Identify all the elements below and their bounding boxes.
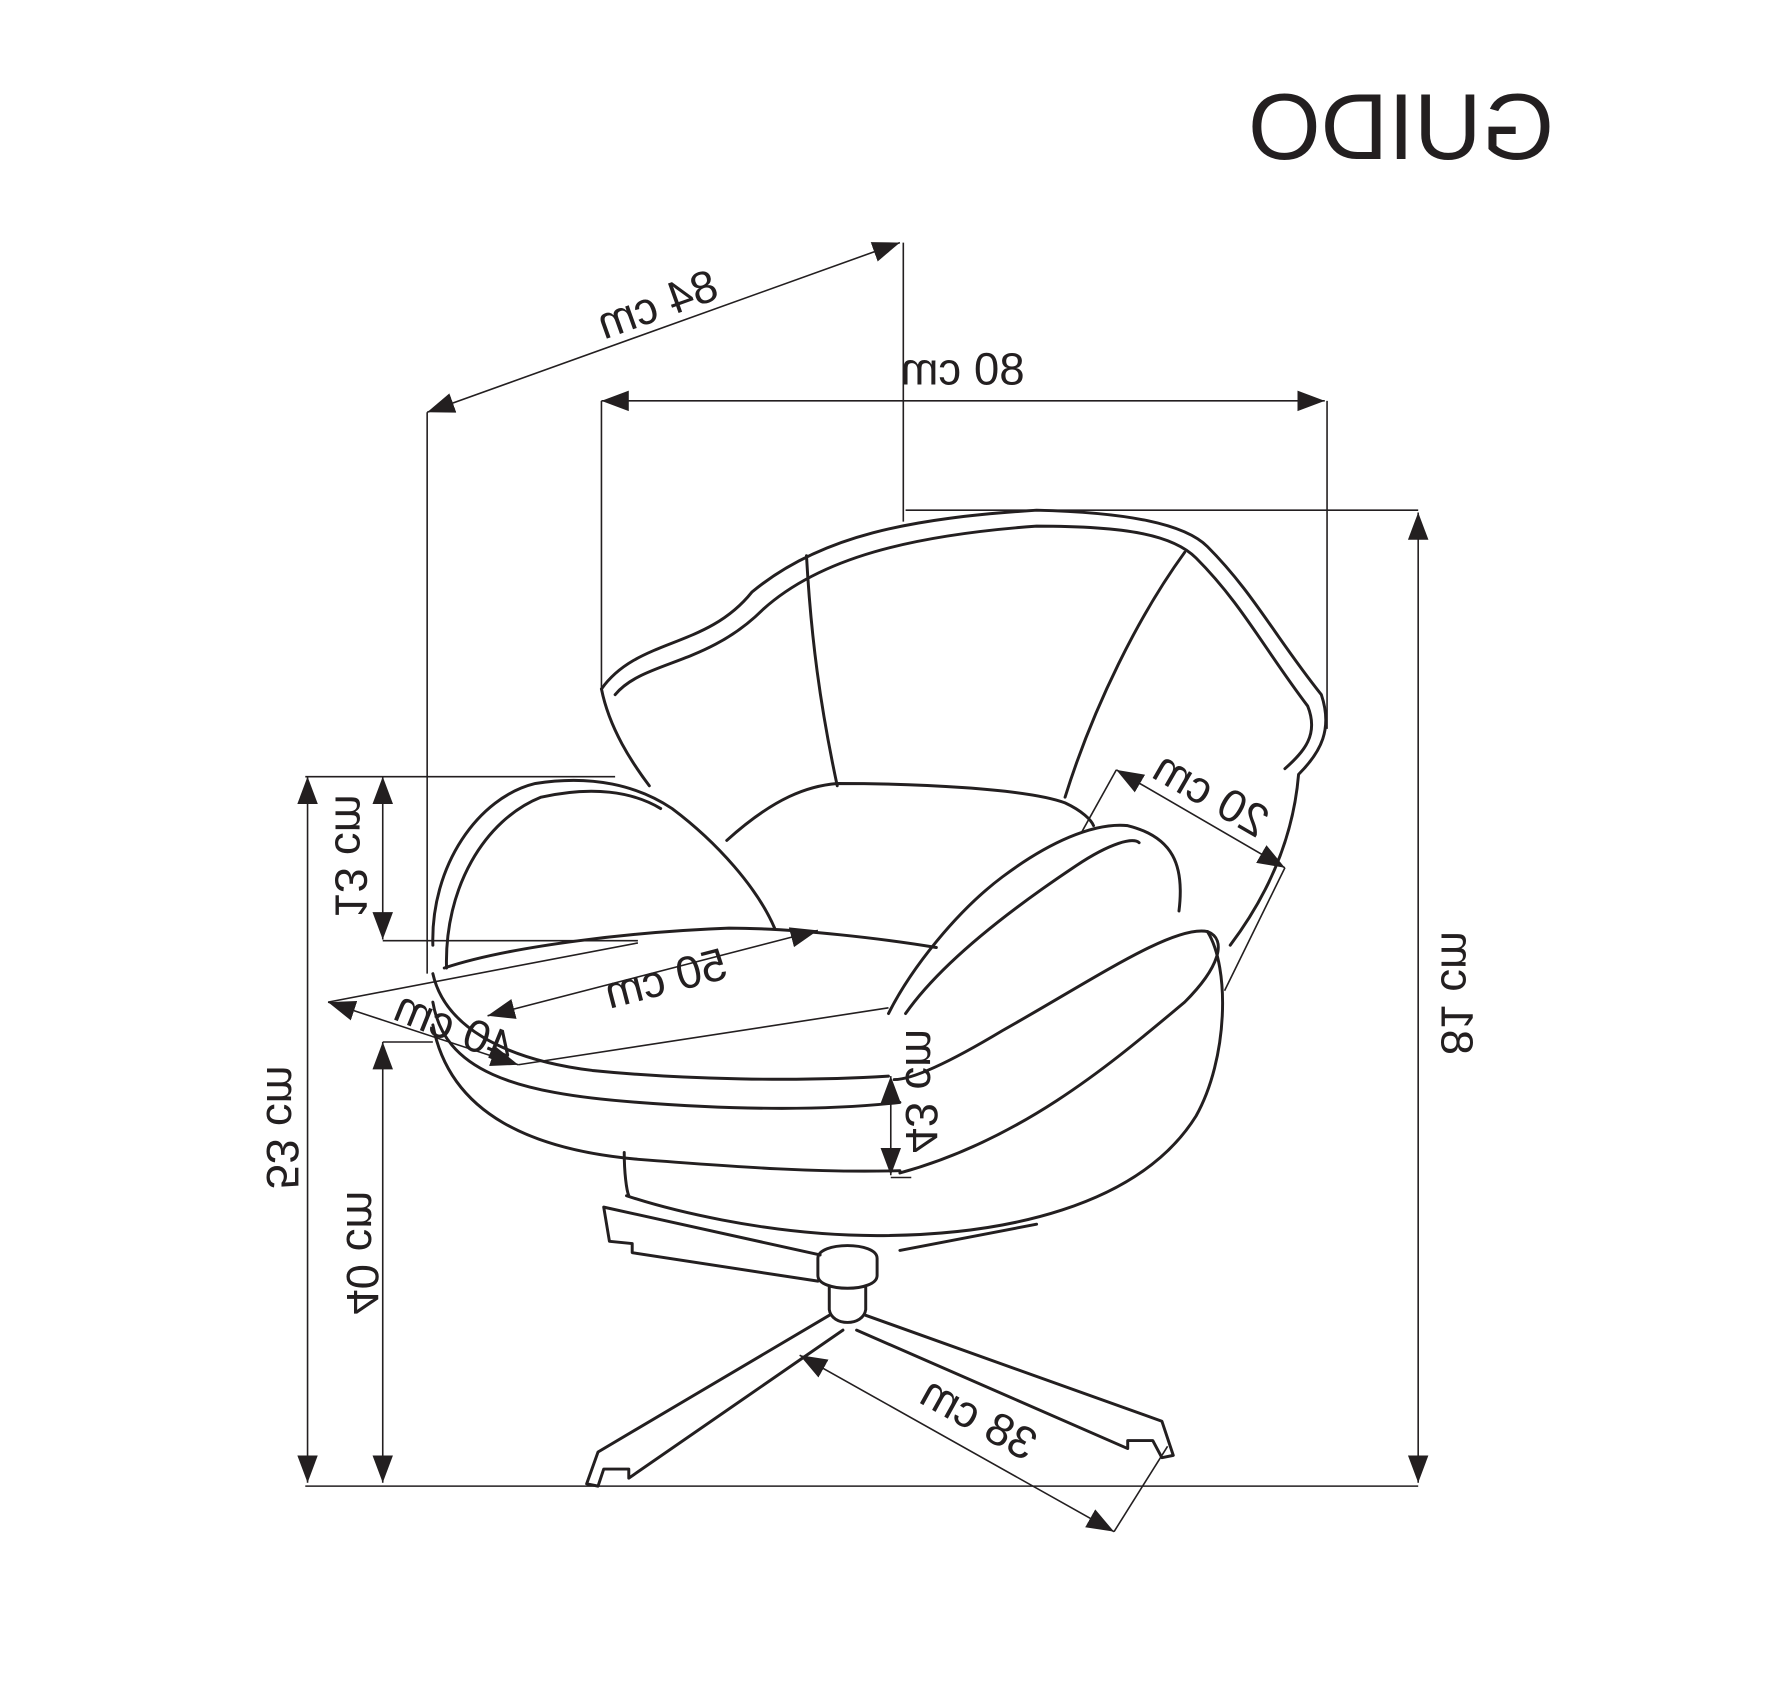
backrest-left-edge	[599, 687, 651, 788]
shell-seam	[622, 1150, 631, 1198]
backrest-inner	[613, 524, 1314, 771]
right-armrest-inner	[904, 839, 1141, 1016]
backrest-seam-right	[1063, 550, 1187, 799]
dim-label-armrest-width: 20 cm	[1145, 741, 1278, 847]
left-armrest-inner	[445, 789, 663, 970]
backrest-outer	[599, 508, 1328, 947]
dim-label-seat-width: 50 cm	[599, 938, 732, 1018]
backrest-seam-left	[805, 554, 839, 788]
dim-label-armrest-above-seat: 13 cm	[325, 794, 376, 918]
shell-back	[625, 930, 1224, 1238]
dim-label-armrest-height: 53 cm	[257, 1065, 308, 1189]
base-leg-back-left	[602, 1205, 822, 1283]
dim-label-base-leg: 38 cm	[912, 1366, 1045, 1471]
dim-label-seat-height: 40 cm	[337, 1191, 388, 1315]
dim-label-total-height: 81 cm	[1431, 931, 1482, 1055]
right-armrest	[887, 823, 1182, 1016]
base-leg-front-left	[585, 1313, 845, 1488]
dim-label-width: 80 cm	[901, 343, 1025, 394]
product-title: GUIDO	[1248, 74, 1554, 179]
dimension-lines	[297, 241, 1429, 1533]
dim-label-seat-cushion-height: 43 cm	[896, 1029, 947, 1153]
base-leg-back-right	[898, 1222, 1039, 1252]
dim-label-depth-diagonal: 84 cm	[590, 259, 724, 349]
chair-drawing	[431, 508, 1328, 1488]
base-leg-front-right	[855, 1313, 1175, 1460]
swivel-column	[816, 1244, 879, 1324]
back-cushion	[725, 782, 1096, 842]
left-armrest	[431, 778, 777, 947]
seat-shell-bottom	[431, 1023, 902, 1173]
dim-label-seat-depth: 40 cm	[388, 981, 522, 1075]
